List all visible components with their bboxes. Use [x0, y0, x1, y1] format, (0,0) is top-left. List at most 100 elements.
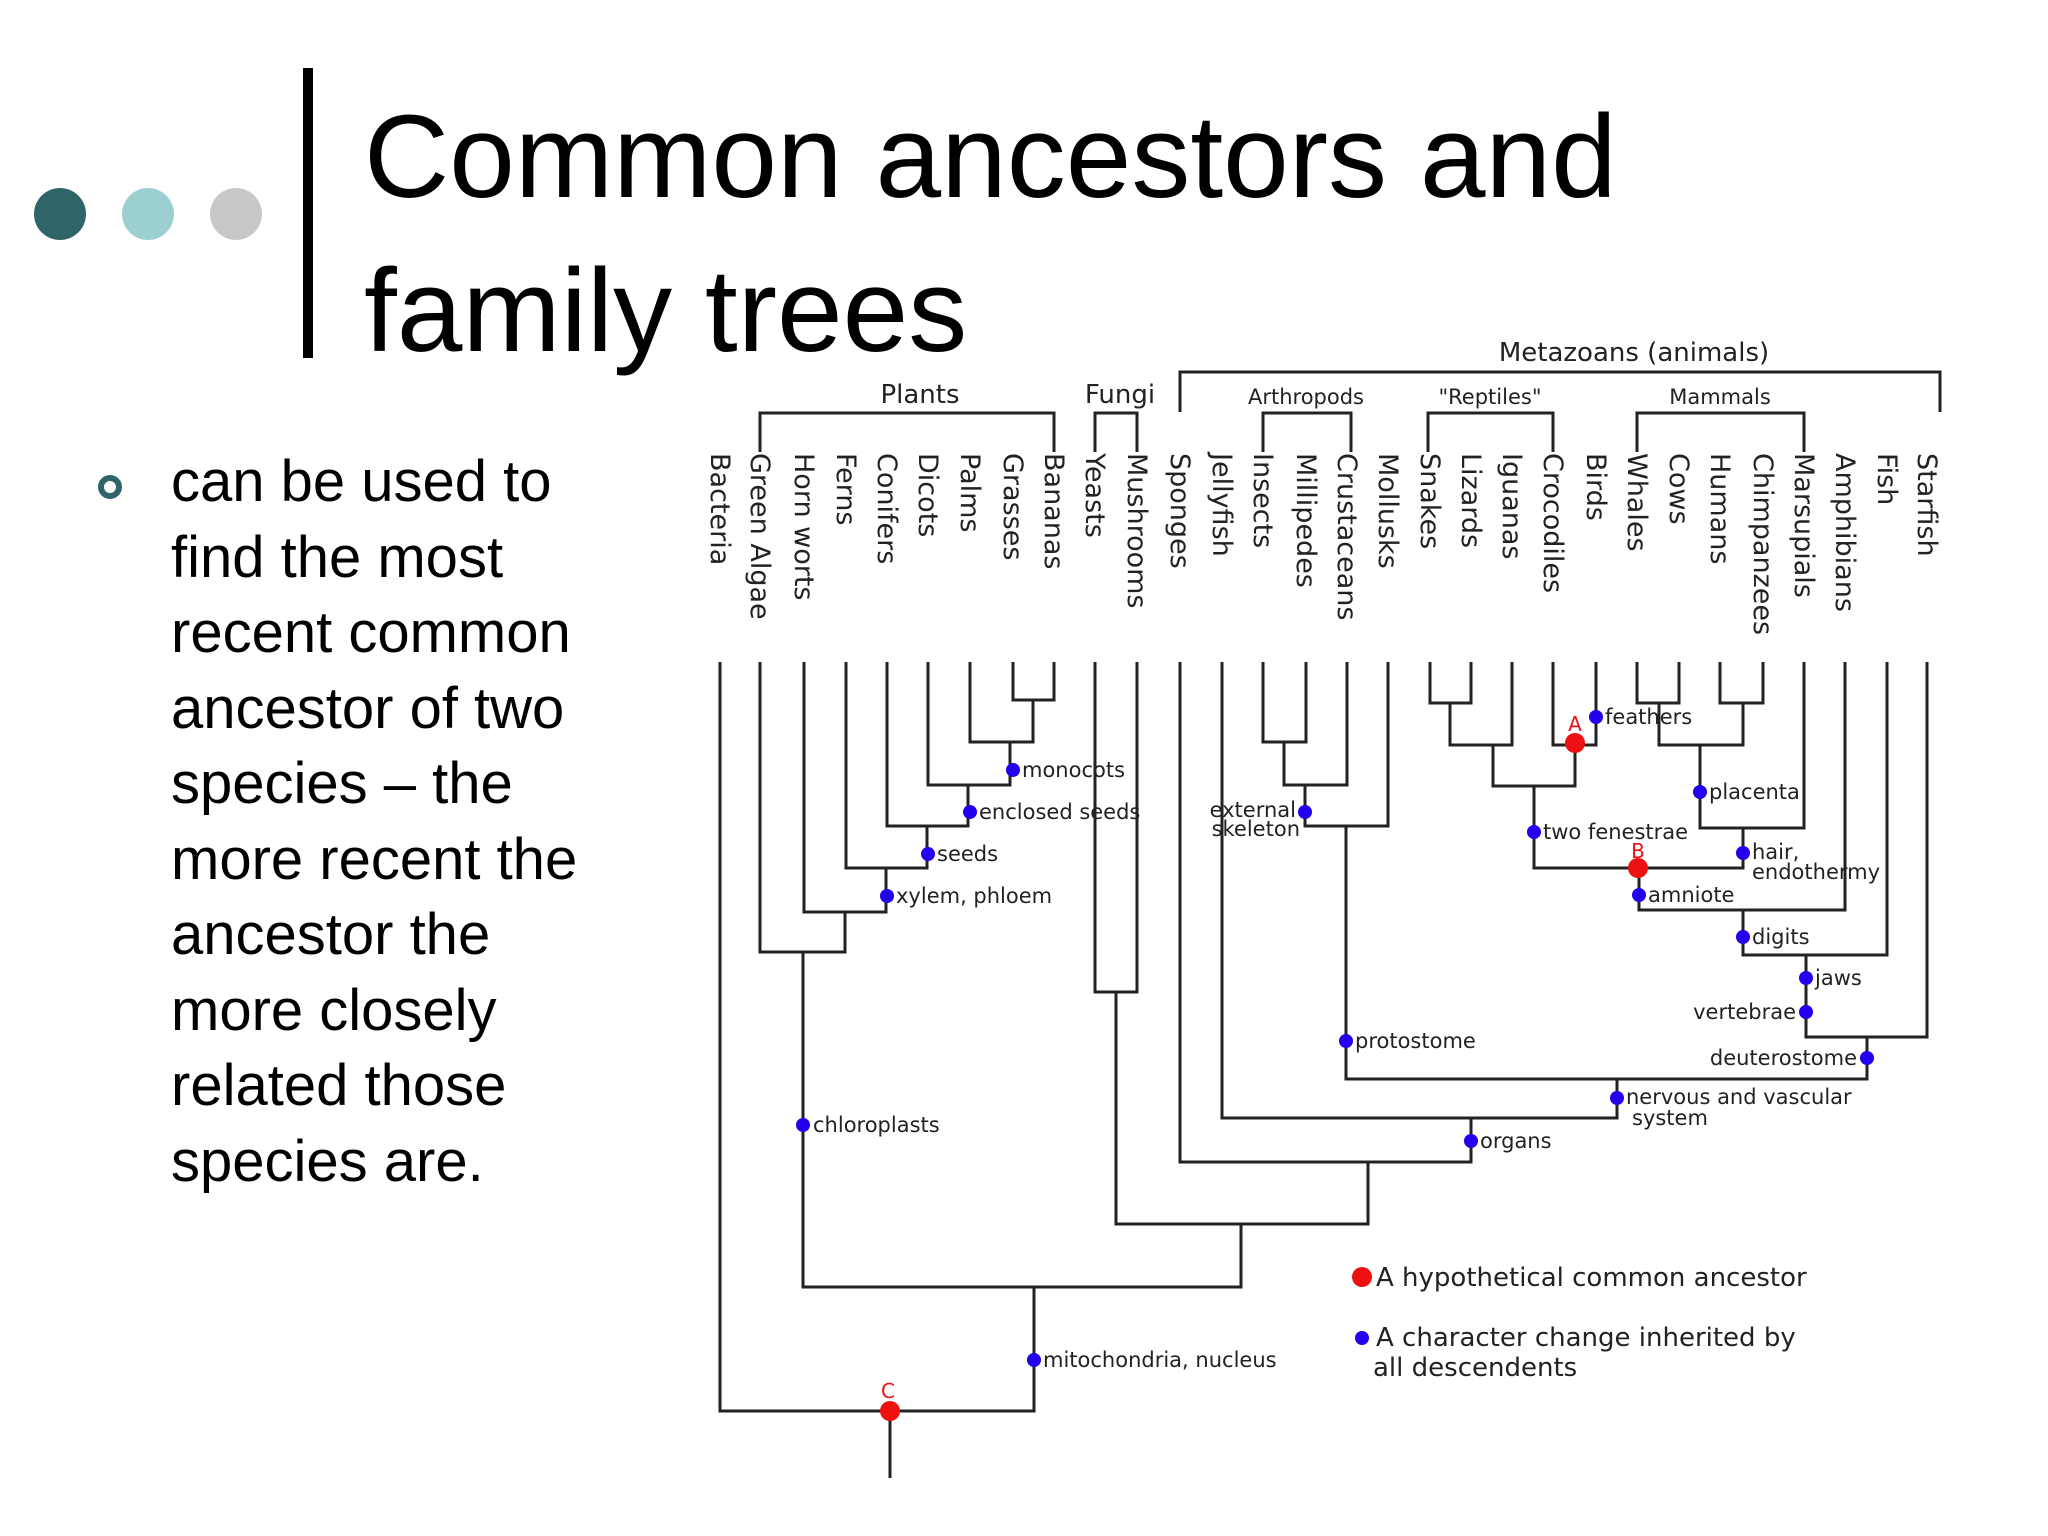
- character-label-nervous: nervous and vascular: [1626, 1085, 1852, 1109]
- taxon-label: Grasses: [997, 453, 1028, 560]
- ancestor-dot-c: [880, 1401, 900, 1421]
- bullet-text: can be used to find the most recent comm…: [171, 449, 578, 1194]
- character-labels: monocots enclosed seeds seeds xylem, phl…: [813, 705, 1880, 1372]
- slide-title: Common ancestors and family trees: [364, 91, 1617, 377]
- character-label-protostome: protostome: [1355, 1029, 1476, 1053]
- decor-dot-grey: [210, 188, 262, 240]
- taxon-label: Jellyfish: [1206, 451, 1237, 557]
- character-label-two-fenestrae: two fenestrae: [1543, 820, 1688, 844]
- title-decoration: [34, 188, 264, 244]
- taxon-label: Amphibians: [1829, 453, 1860, 612]
- taxon-labels: Bacteria Green Algae Horn worts Ferns Conife…: [704, 451, 1942, 635]
- ancestor-dot-b: [1628, 858, 1648, 878]
- character-dot-mitochondria: [1027, 1353, 1041, 1367]
- taxon-label: Marsupials: [1788, 453, 1819, 598]
- character-label-external: external: [1210, 798, 1296, 822]
- character-dot-seeds: [921, 847, 935, 861]
- taxon-label: Green Algae: [744, 453, 775, 620]
- character-label-enclosed-seeds: enclosed seeds: [979, 800, 1140, 824]
- group-label-arthropods: Arthropods: [1248, 385, 1364, 409]
- taxon-label: Lizards: [1455, 453, 1486, 548]
- character-label-seeds: seeds: [937, 842, 998, 866]
- character-changes: [796, 710, 1874, 1367]
- character-dot-digits: [1736, 930, 1750, 944]
- legend: A hypothetical common ancestor A charact…: [1373, 1263, 1807, 1383]
- character-label-feathers: feathers: [1605, 705, 1692, 729]
- group-labels: Plants Fungi Metazoans (animals) Arthrop…: [880, 338, 1770, 410]
- character-label-monocots: monocots: [1022, 758, 1125, 782]
- character-dot-feathers: [1589, 710, 1603, 724]
- taxon-label: Sponges: [1164, 453, 1195, 569]
- character-dot-two-fenestrae: [1527, 825, 1541, 839]
- ancestor-markers: [880, 733, 1648, 1421]
- character-dot-nervous-system: [1610, 1091, 1624, 1105]
- character-dot-hair: [1736, 846, 1750, 860]
- decor-dot-dark: [34, 188, 86, 240]
- taxon-label: Bacteria: [704, 453, 735, 565]
- ancestor-label-b: B: [1631, 839, 1645, 863]
- character-dot-amniote: [1632, 888, 1646, 902]
- legend-ancestor-text: A hypothetical common ancestor: [1376, 1263, 1807, 1293]
- taxon-label: Fish: [1871, 453, 1902, 505]
- ancestor-dot-a: [1565, 733, 1585, 753]
- taxon-label: Conifers: [871, 453, 902, 564]
- bullet-marker: [98, 475, 122, 499]
- group-label-metazoans: Metazoans (animals): [1499, 338, 1769, 368]
- character-label-amniote: amniote: [1648, 883, 1734, 907]
- character-label-mitochondria: mitochondria, nucleus: [1043, 1348, 1277, 1372]
- taxon-label: Cows: [1663, 453, 1694, 525]
- character-dot-protostome: [1339, 1034, 1353, 1048]
- legend-change-text-2: all descendents: [1373, 1353, 1577, 1383]
- legend-ancestor-dot: [1352, 1267, 1372, 1287]
- legend-change-text: A character change inherited by: [1376, 1323, 1796, 1353]
- taxon-label: Snakes: [1414, 453, 1445, 549]
- title-rule: [303, 68, 313, 358]
- character-dot-external-skeleton: [1298, 805, 1312, 819]
- taxon-label: Palms: [954, 453, 985, 532]
- taxon-label: Humans: [1704, 453, 1735, 564]
- character-label-system: system: [1632, 1106, 1708, 1130]
- character-dot-vertebrae: [1799, 1005, 1813, 1019]
- character-label-xylem: xylem, phloem: [896, 884, 1052, 908]
- character-label-placenta: placenta: [1709, 780, 1800, 804]
- taxon-label: Starfish: [1911, 453, 1942, 557]
- character-dot-jaws: [1799, 971, 1813, 985]
- character-label-organs: organs: [1480, 1129, 1552, 1153]
- character-dot-placenta: [1693, 785, 1707, 799]
- character-label-endothermy: endothermy: [1752, 860, 1880, 884]
- taxon-label: Crocodiles: [1537, 453, 1568, 593]
- ancestor-label-c: C: [881, 1379, 895, 1403]
- taxon-label: Horn worts: [788, 453, 819, 601]
- character-label-digits: digits: [1752, 925, 1810, 949]
- character-label-hair: hair,: [1752, 840, 1799, 864]
- taxon-label: Birds: [1580, 453, 1611, 521]
- character-dot-chloroplasts: [796, 1118, 810, 1132]
- taxon-label: Iguanas: [1496, 453, 1527, 559]
- legend-character-dot: [1355, 1331, 1369, 1345]
- taxon-label: Yeasts: [1079, 452, 1110, 538]
- taxon-label: Insects: [1247, 453, 1278, 548]
- group-label-mammals: Mammals: [1669, 385, 1771, 409]
- taxon-label: Crustaceans: [1331, 453, 1362, 620]
- taxon-label: Mushrooms: [1121, 453, 1152, 609]
- character-dot-monocots: [1006, 763, 1020, 777]
- character-label-skeleton: skeleton: [1212, 817, 1300, 841]
- decor-dot-light: [122, 188, 174, 240]
- tree-branches: [718, 370, 1942, 1478]
- character-dot-xylem: [880, 889, 894, 903]
- taxon-label: Mollusks: [1372, 453, 1403, 569]
- taxon-label: Dicots: [912, 453, 943, 537]
- character-label-jaws: jaws: [1814, 966, 1862, 990]
- taxon-label: Bananas: [1038, 453, 1069, 569]
- group-label-plants: Plants: [880, 380, 959, 410]
- ancestor-letters: A B C: [881, 712, 1645, 1403]
- taxon-label: Whales: [1621, 453, 1652, 552]
- taxon-label: Chimpanzees: [1747, 453, 1778, 635]
- ancestor-label-a: A: [1568, 712, 1582, 736]
- taxon-label: Millipedes: [1290, 453, 1321, 588]
- character-dot-enclosed-seeds: [963, 805, 977, 819]
- character-dot-organs: [1464, 1134, 1478, 1148]
- character-label-vertebrae: vertebrae: [1693, 1000, 1796, 1024]
- taxon-label: Ferns: [830, 453, 861, 525]
